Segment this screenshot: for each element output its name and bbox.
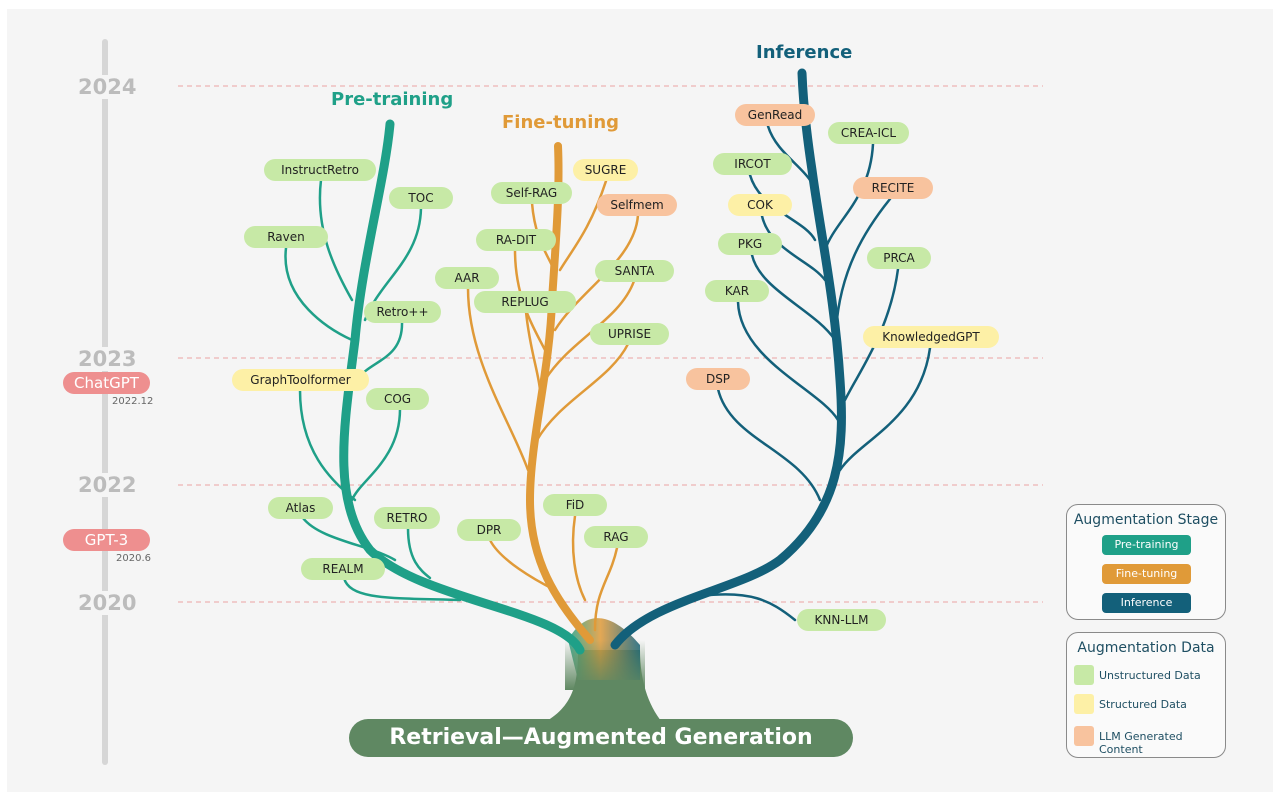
- legend-stage-inference: Inference: [1102, 593, 1191, 613]
- branch-uprise: [535, 342, 630, 442]
- legend-augmentation-stage: Augmentation Stage Pre-training Fine-tun…: [1066, 504, 1226, 620]
- branch-retro: [406, 526, 432, 580]
- node-replug: REPLUG: [474, 291, 576, 313]
- branch-realm: [342, 576, 462, 602]
- branch-knn-llm: [698, 593, 797, 622]
- node-instructretro: InstructRetro: [264, 159, 376, 181]
- node-knowledgedgpt: KnowledgedGPT: [863, 326, 999, 348]
- finetuning-branches: [466, 142, 640, 644]
- branch-instructretro: [318, 178, 354, 302]
- node-knn-llm: KNN-LLM: [797, 609, 886, 631]
- milestone-gpt3: GPT-3: [63, 529, 150, 551]
- legend-stage-pretraining: Pre-training: [1102, 535, 1191, 555]
- trunk-label: Retrieval—Augmented Generation: [349, 719, 853, 757]
- node-rag: RAG: [584, 526, 648, 548]
- branch-dpr: [488, 538, 557, 592]
- legend-data-unstructured: Unstructured Data: [1099, 669, 1201, 682]
- node-cog: COG: [366, 388, 429, 410]
- branch-kar: [736, 300, 840, 422]
- branch-replug: [524, 310, 542, 392]
- node-retro: RETRO: [374, 507, 440, 529]
- branch-graphtoolformer: [298, 388, 357, 502]
- legend-data-llm-generated: LLM Generated Content: [1099, 730, 1183, 756]
- milestone-chatgpt: ChatGPT: [63, 372, 150, 394]
- branch-recite: [834, 197, 892, 332]
- tree-base-fade: [565, 640, 645, 690]
- node-genread: GenRead: [735, 104, 815, 126]
- branch-aar: [466, 286, 530, 472]
- node-toc: TOC: [389, 187, 453, 209]
- branch-knowledgedgpt: [838, 346, 932, 472]
- finetuning-main-branch: [525, 142, 594, 644]
- node-crea-icl: CREA-ICL: [828, 122, 909, 144]
- legend-stage-finetuning: Fine-tuning: [1102, 564, 1191, 584]
- branch-pkg: [750, 253, 837, 342]
- node-prca: PRCA: [867, 247, 931, 269]
- node-kar: KAR: [705, 280, 769, 302]
- branch-cok: [760, 214, 827, 282]
- branch-atlas: [301, 516, 397, 562]
- node-pkg: PKG: [718, 233, 782, 255]
- node-atlas: Atlas: [268, 497, 333, 519]
- legend-augmentation-data: Augmentation Data Unstructured Data Stru…: [1066, 632, 1226, 758]
- node-ircot: IRCOT: [713, 153, 792, 175]
- branch-rag: [593, 546, 619, 632]
- node-santa: SANTA: [595, 260, 674, 282]
- node-retro-plus: Retro++: [364, 301, 441, 323]
- legend-data-title: Augmentation Data: [1077, 640, 1215, 656]
- branch-raven: [284, 246, 354, 342]
- node-sugre: SUGRE: [573, 159, 638, 181]
- legend-swatch-structured: [1074, 694, 1094, 714]
- node-uprise: UPRISE: [590, 323, 669, 345]
- node-fid: FiD: [543, 494, 607, 516]
- stage-title-finetuning: Fine-tuning: [502, 112, 620, 133]
- stage-title-inference: Inference: [756, 42, 853, 63]
- legend-swatch-unstructured: [1074, 665, 1094, 685]
- node-graphtoolformer: GraphToolformer: [232, 369, 369, 391]
- year-label-2020: 2020: [78, 591, 142, 615]
- branch-crea-icl: [823, 142, 875, 252]
- node-realm: REALM: [301, 558, 385, 580]
- node-cok: COK: [728, 194, 792, 216]
- year-label-2023: 2023: [78, 347, 142, 371]
- pretraining-main-branch: [339, 119, 585, 655]
- node-dpr: DPR: [457, 519, 521, 541]
- inference-main-branch: [610, 68, 846, 650]
- branch-cog: [350, 407, 402, 502]
- node-ra-dit: RA-DIT: [476, 229, 556, 251]
- legend-stage-title: Augmentation Stage: [1073, 512, 1219, 528]
- year-gridlines: [178, 85, 1043, 603]
- node-recite: RECITE: [853, 177, 933, 199]
- node-raven: Raven: [244, 226, 328, 248]
- legend-swatch-llm-generated: [1074, 726, 1094, 746]
- milestone-chatgpt-date: 2022.12: [112, 396, 154, 407]
- node-selfmem: Selfmem: [597, 194, 677, 216]
- legend-data-structured: Structured Data: [1099, 698, 1187, 711]
- stage-title-pretraining: Pre-training: [331, 89, 454, 110]
- milestone-gpt3-date: 2020.6: [116, 553, 151, 564]
- node-self-rag: Self-RAG: [491, 182, 572, 204]
- inference-branches: [610, 68, 932, 650]
- year-label-2024: 2024: [78, 75, 142, 99]
- node-aar: AAR: [435, 267, 499, 289]
- node-dsp: DSP: [686, 368, 750, 390]
- branch-fid: [571, 514, 587, 602]
- branch-dsp: [716, 387, 822, 502]
- year-label-2022: 2022: [78, 473, 142, 497]
